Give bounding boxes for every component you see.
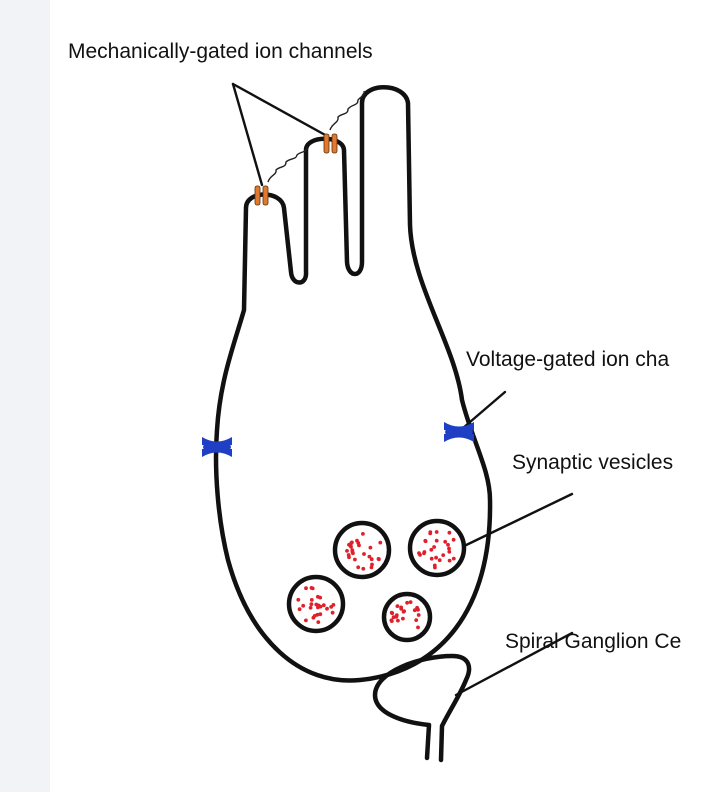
vesicle-dot	[311, 587, 315, 591]
vesicle-dot	[423, 550, 427, 554]
vesicle-dot	[448, 531, 452, 535]
vesicle-dot	[304, 586, 308, 590]
vesicle-dot	[355, 539, 359, 543]
voltage-gated-channel-right	[444, 422, 474, 442]
vesicle-dot	[402, 609, 406, 613]
vesicle-dot	[319, 605, 323, 609]
vesicle-dot	[301, 604, 305, 608]
vesicle-dot	[415, 606, 419, 610]
synaptic-vesicle-2	[410, 521, 464, 575]
vesicle-dot	[435, 539, 439, 543]
vesicle-dot	[304, 619, 308, 623]
vesicle-dot	[441, 553, 445, 557]
vesicle-dot	[310, 602, 314, 606]
vesicle-dot	[405, 601, 409, 605]
vesicle-dot	[309, 606, 313, 610]
vesicle-dot	[434, 556, 438, 560]
vesicle-dot	[351, 550, 355, 554]
vesicle-dot	[396, 604, 400, 608]
synaptic-vesicle-1	[335, 523, 389, 577]
vesicle-dot	[313, 614, 317, 618]
label-mechanically-gated: Mechanically-gated ion channels	[68, 40, 373, 63]
vesicle-dot	[370, 563, 374, 567]
vesicle-dot	[433, 566, 437, 570]
vesicle-dot	[409, 600, 413, 604]
left-margin-band	[0, 0, 50, 792]
vesicle-dot	[396, 619, 400, 623]
vesicle-dot	[331, 611, 335, 615]
vesicle-dot	[329, 605, 333, 609]
vesicle-dot	[325, 607, 329, 611]
vesicle-dot	[401, 617, 405, 621]
synaptic-vesicle-3	[289, 577, 343, 631]
vesicle-dot	[316, 595, 320, 599]
tip-link-2	[330, 91, 364, 130]
vesicle-dot	[316, 620, 320, 624]
label-spiral-ganglion: Spiral Ganglion Ce	[505, 630, 681, 653]
vesicle-dot	[452, 538, 456, 542]
vesicle-dot	[432, 545, 436, 549]
vesicle-dot	[353, 558, 357, 562]
vesicle-dot	[345, 549, 349, 553]
vesicle-dot	[362, 552, 366, 556]
vesicle-dot	[438, 558, 442, 562]
vesicle-dot	[356, 565, 360, 569]
label-voltage-gated: Voltage-gated ion cha	[466, 348, 669, 371]
vesicle-dot	[423, 539, 427, 543]
vesicle-dot	[428, 530, 432, 534]
tip-link-1	[268, 148, 307, 182]
vesicle-dot	[416, 626, 420, 630]
vesicle-dot	[310, 598, 314, 602]
vesicle-dot	[318, 612, 322, 616]
vesicle-dot	[377, 557, 381, 561]
label-synaptic-vesicles: Synaptic vesicles	[512, 451, 673, 474]
vesicle-dot	[349, 545, 353, 549]
vesicle-dot	[417, 613, 421, 617]
vesicle-dot	[446, 543, 450, 547]
vesicle-dot	[369, 546, 373, 550]
vesicle-dot	[435, 530, 439, 534]
vesicle-dot	[361, 567, 365, 571]
vesicle-dot	[390, 618, 394, 622]
vesicle-dot	[417, 551, 421, 555]
leader-mech-channel-1	[233, 84, 262, 185]
vesicle-dot	[361, 532, 365, 536]
leader-synaptic-vesicle	[460, 494, 572, 548]
vesicle-dot	[414, 618, 418, 622]
vesicle-dot	[378, 541, 382, 545]
vesicle-dot	[443, 540, 447, 544]
vesicle-dot	[429, 548, 433, 552]
vesicle-dot	[394, 615, 398, 619]
mechanically-gated-channel-2	[324, 134, 337, 153]
vesicle-dot	[448, 559, 452, 563]
vesicle-dot	[390, 611, 394, 615]
leader-mech-channel-2	[233, 84, 327, 136]
vesicle-dot	[347, 555, 351, 559]
vesicle-dot	[350, 541, 354, 545]
vesicle-dot	[322, 603, 326, 607]
vesicle-dot	[447, 550, 451, 554]
synaptic-vesicle-4	[384, 594, 430, 640]
vesicle-dot	[370, 557, 374, 561]
hair-cell-outline	[216, 87, 490, 680]
vesicle-dot	[447, 547, 451, 551]
vesicle-dot	[314, 603, 318, 607]
vesicle-dot	[298, 607, 302, 611]
vesicle-dot	[452, 557, 456, 561]
spiral-ganglion-terminal	[375, 656, 469, 760]
tip-links	[268, 91, 364, 182]
vesicle-dot	[296, 598, 300, 602]
vesicle-dot	[430, 557, 434, 561]
